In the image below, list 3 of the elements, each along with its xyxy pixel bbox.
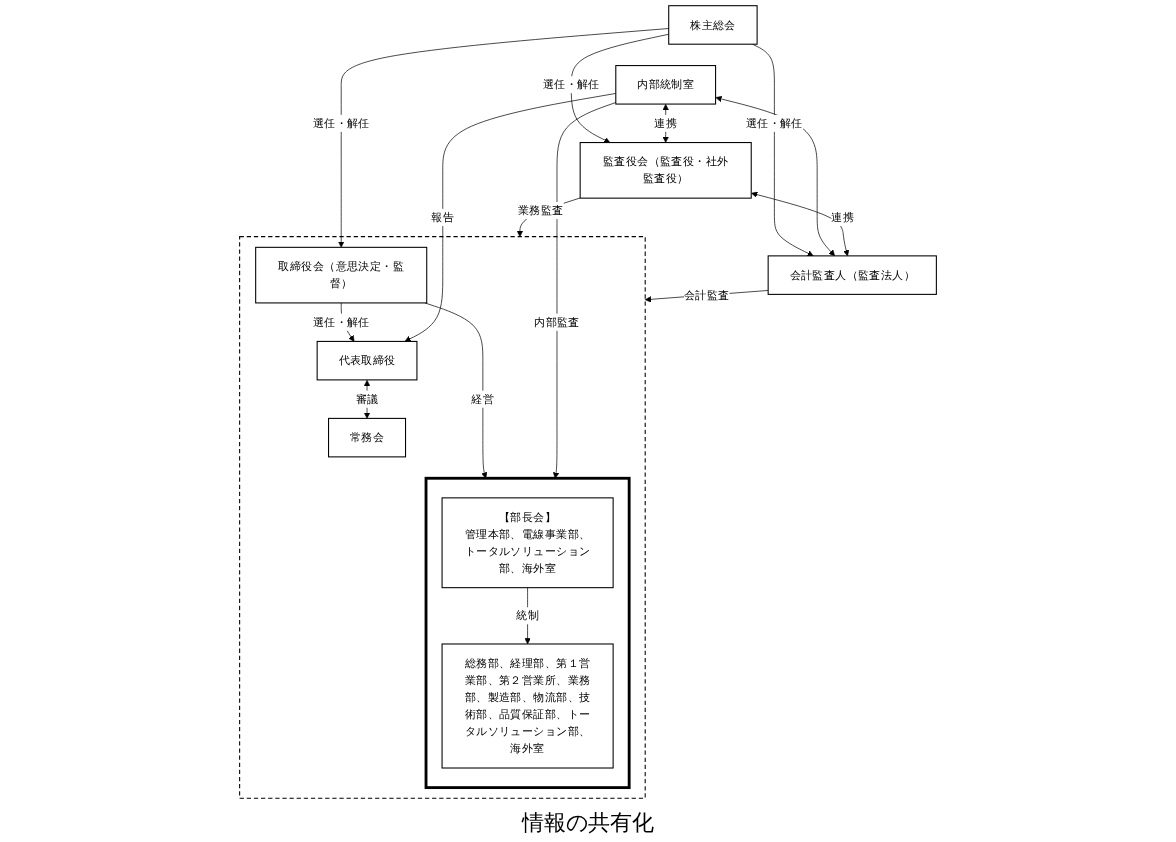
cluster (239, 236, 646, 799)
cluster (424, 476, 631, 790)
note-text: 情報の共有化 (522, 810, 654, 836)
